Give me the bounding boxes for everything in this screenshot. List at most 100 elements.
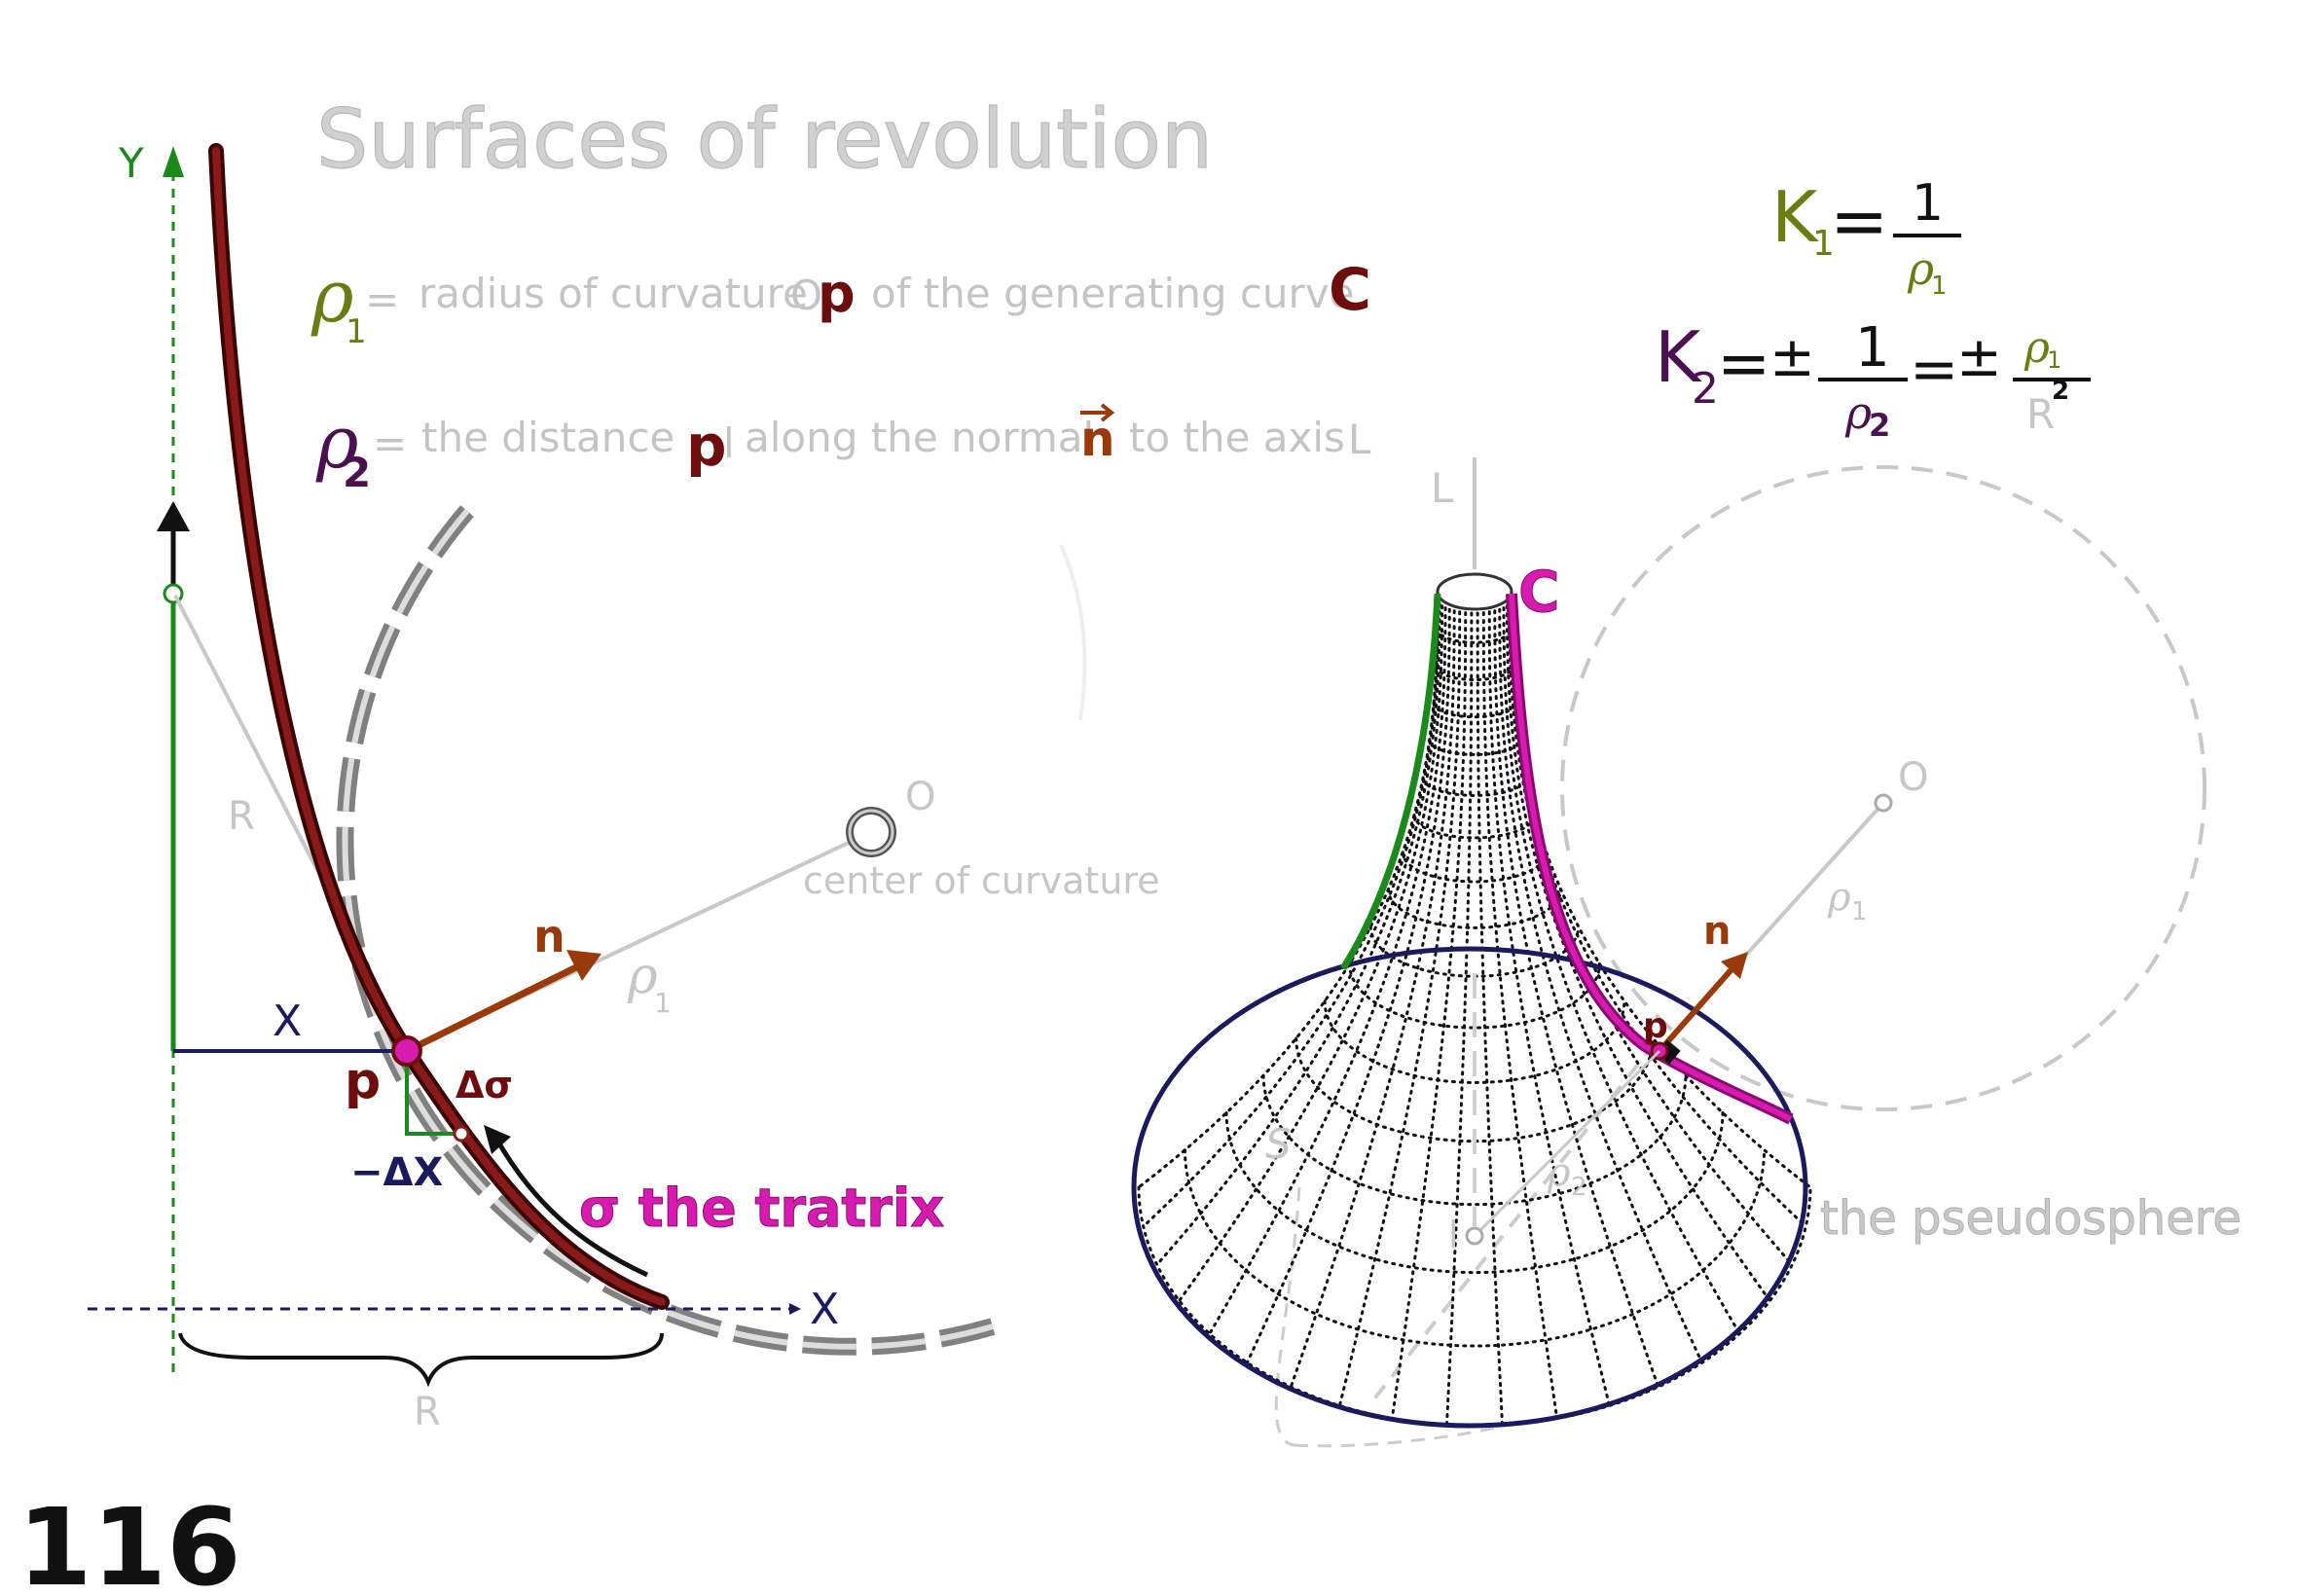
pseudosphere-osculating-circle — [1560, 465, 2206, 1111]
base-ellipse — [1131, 946, 1808, 1429]
mesh-meridian — [1155, 595, 1441, 1267]
rho2-axis-label: L — [1348, 416, 1371, 463]
pseudosphere-figure: L C O ρ 1 n p l ρ 2 S the pseudosphere — [1131, 457, 2242, 1448]
mesh-meridian — [1502, 598, 1741, 1335]
mesh-ring — [1421, 776, 1528, 797]
k2-denominator-1: ρ — [1844, 386, 1872, 439]
rho2-equals: = — [373, 419, 407, 467]
k2-plusminus-1: ± — [1769, 326, 1815, 389]
rho1-symbol: ρ — [310, 255, 354, 339]
formula-k1: K 1 = 1 ρ 1 — [1771, 174, 1961, 301]
x-axis-label: X — [810, 1285, 839, 1334]
x-distance-label: X — [273, 997, 302, 1046]
right-center-o-label: O — [1898, 755, 1928, 800]
mesh-meridian — [1510, 590, 1812, 1189]
osculating-circle-arc-inner — [342, 509, 1003, 1350]
left-rho1-sub: 1 — [654, 987, 672, 1019]
point-p — [391, 1035, 422, 1067]
rho1-curve-label: C — [1329, 256, 1371, 324]
y-axis-arrow-icon — [163, 146, 184, 177]
rho2-text-c: to the axis — [1129, 414, 1345, 461]
mesh-ring — [1401, 851, 1549, 884]
osculating-circle-faint-arc — [1059, 544, 1087, 721]
rho2-segment — [1473, 1049, 1661, 1238]
mesh-meridian — [1142, 592, 1440, 1228]
pseudosphere-mesh — [1137, 590, 1812, 1428]
delta-sigma-label: Δσ — [456, 1064, 513, 1106]
center-of-curvature-ring — [848, 809, 894, 855]
rho2-subscript: 2 — [343, 449, 371, 496]
k2-numerator-2: ρ — [2024, 323, 2050, 373]
mesh-meridian — [1245, 599, 1451, 1364]
mesh-meridian — [1487, 602, 1612, 1407]
arc-length-arrow-icon — [484, 1125, 511, 1154]
k1-numerator: 1 — [1912, 174, 1944, 233]
n-vector-arrow-icon — [1080, 403, 1115, 422]
right-rho1-sub: 1 — [1851, 897, 1868, 926]
mesh-ring — [1412, 814, 1537, 840]
k1-equals: = — [1830, 180, 1888, 262]
mesh-meridian — [1493, 601, 1660, 1389]
axis-point-l — [1465, 1226, 1484, 1246]
rho2-text-b: along the normal — [745, 414, 1094, 461]
mesh-ring — [1435, 665, 1514, 682]
k1-lhs-sub: 1 — [1812, 224, 1835, 264]
k2-numerator-1: 1 — [1855, 316, 1890, 380]
tractrix-figure: Y R X X R Δσ −ΔX σ the tratrix — [88, 139, 1160, 1434]
curve-c-label: C — [1518, 559, 1560, 625]
right-rho2-sub: 2 — [1571, 1173, 1587, 1202]
right-rho1-label: ρ — [1827, 875, 1851, 920]
left-rho1-label: ρ — [627, 947, 658, 1005]
center-of-curvature-label: center of curvature — [803, 859, 1160, 902]
right-normal-n-label: n — [1703, 909, 1731, 954]
k2-equals-1: = — [1717, 326, 1770, 401]
right-center-point — [1874, 793, 1893, 813]
neighbor-point — [453, 1125, 470, 1143]
center-o-label: O — [905, 775, 935, 819]
point-p-label: p — [345, 1052, 381, 1110]
rho2-definition: ρ 2 = the distance p l along the normal … — [315, 401, 1371, 496]
mesh-meridian — [1289, 601, 1456, 1389]
arc-length-arrow-line — [493, 1137, 649, 1278]
rho1-text-b: of the generating curve — [871, 270, 1355, 317]
rho2-text-a: the distance — [421, 414, 675, 461]
top-opening — [1436, 572, 1513, 611]
delta-triangle — [405, 1051, 457, 1136]
left-profile-curve — [1340, 593, 1441, 970]
tangent-r-label: R — [228, 794, 255, 839]
tractrix-label: σ the tratrix — [579, 1178, 944, 1239]
mesh-meridian — [1476, 603, 1504, 1427]
axis-point-l-label: l — [1448, 1214, 1459, 1256]
rho2-l-label: l — [723, 419, 735, 467]
unit-vector-arrow-icon — [157, 501, 190, 531]
mesh-ring — [1386, 888, 1563, 929]
r-brace-label: R — [414, 1390, 441, 1434]
rho1-p-label: p — [818, 263, 856, 324]
axis-l-label: L — [1431, 464, 1454, 512]
mesh-ring — [1323, 999, 1626, 1084]
rho2-n-label: n — [1080, 411, 1115, 467]
right-point-p-label: p — [1643, 1006, 1668, 1046]
k2-lhs-sub: 2 — [1692, 364, 1719, 414]
k1-denominator-sub: 1 — [1931, 272, 1948, 301]
k2-denominator-2: R — [2026, 390, 2055, 438]
mesh-meridian — [1445, 603, 1474, 1427]
normal-vector-line — [405, 960, 586, 1055]
normal-n-label: n — [533, 910, 565, 962]
y-axis-label: Y — [118, 139, 144, 187]
diagonal-dashed-line — [1370, 1041, 1657, 1403]
mesh-meridian — [1178, 597, 1444, 1303]
tractrix-curve — [212, 147, 666, 1306]
base-dashed-line — [1274, 1186, 1301, 1447]
k2-lhs: K — [1655, 316, 1702, 398]
right-normal-line — [1657, 966, 1735, 1053]
profile-curve-c — [1509, 593, 1793, 1122]
k2-denominator-2-sup: 2 — [2052, 377, 2069, 406]
mesh-meridian — [1481, 603, 1559, 1420]
rho1-o-label: O — [790, 272, 822, 319]
rho1-equals: = — [365, 275, 399, 323]
rho2-symbol: ρ — [315, 401, 359, 485]
right-rho2-label: ρ — [1547, 1150, 1571, 1195]
surface-s-label: S — [1265, 1120, 1292, 1168]
